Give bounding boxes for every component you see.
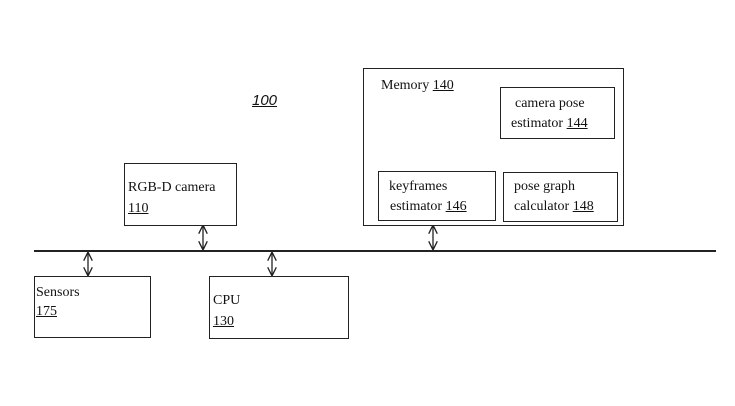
sensors-ref: 175: [36, 304, 57, 319]
pose-estimator-line2-text: estimator: [511, 116, 564, 131]
pose-graph-line1: pose graph: [514, 179, 576, 194]
cpu-ref: 130: [213, 314, 234, 329]
keyframes-line2-text: estimator: [390, 199, 443, 214]
pose-graph-ref: 148: [572, 199, 594, 214]
camera-name: RGB-D camera: [128, 180, 216, 195]
pose-estimator-ref: 144: [566, 116, 588, 131]
memory-ref: 140: [432, 78, 454, 93]
pose-estimator-line1: camera pose: [515, 96, 585, 111]
memory-label: Memory 140: [381, 76, 454, 95]
keyframes-line2: estimator 146: [390, 197, 467, 216]
pose-graph-line2: calculator 148: [514, 197, 594, 216]
pose-estimator-box: camera pose estimator 144: [500, 87, 615, 139]
figure-reference: 100: [252, 92, 278, 109]
camera-box: RGB-D camera 110: [124, 163, 237, 226]
cpu-box: CPU 130: [209, 276, 349, 339]
keyframes-ref: 146: [445, 199, 467, 214]
memory-box: Memory 140 camera pose estimator 144 key…: [363, 68, 624, 226]
pose-graph-line2-text: calculator: [514, 199, 570, 214]
keyframes-box: keyframes estimator 146: [378, 171, 496, 221]
keyframes-line1: keyframes: [389, 179, 448, 194]
pose-estimator-line2: estimator 144: [511, 114, 588, 133]
pose-graph-box: pose graph calculator 148: [503, 172, 618, 222]
memory-name: Memory: [381, 78, 430, 93]
cpu-name: CPU: [213, 293, 241, 308]
sensors-name: Sensors: [36, 285, 80, 300]
camera-ref: 110: [128, 201, 149, 216]
sensors-box: Sensors 175: [34, 276, 151, 338]
